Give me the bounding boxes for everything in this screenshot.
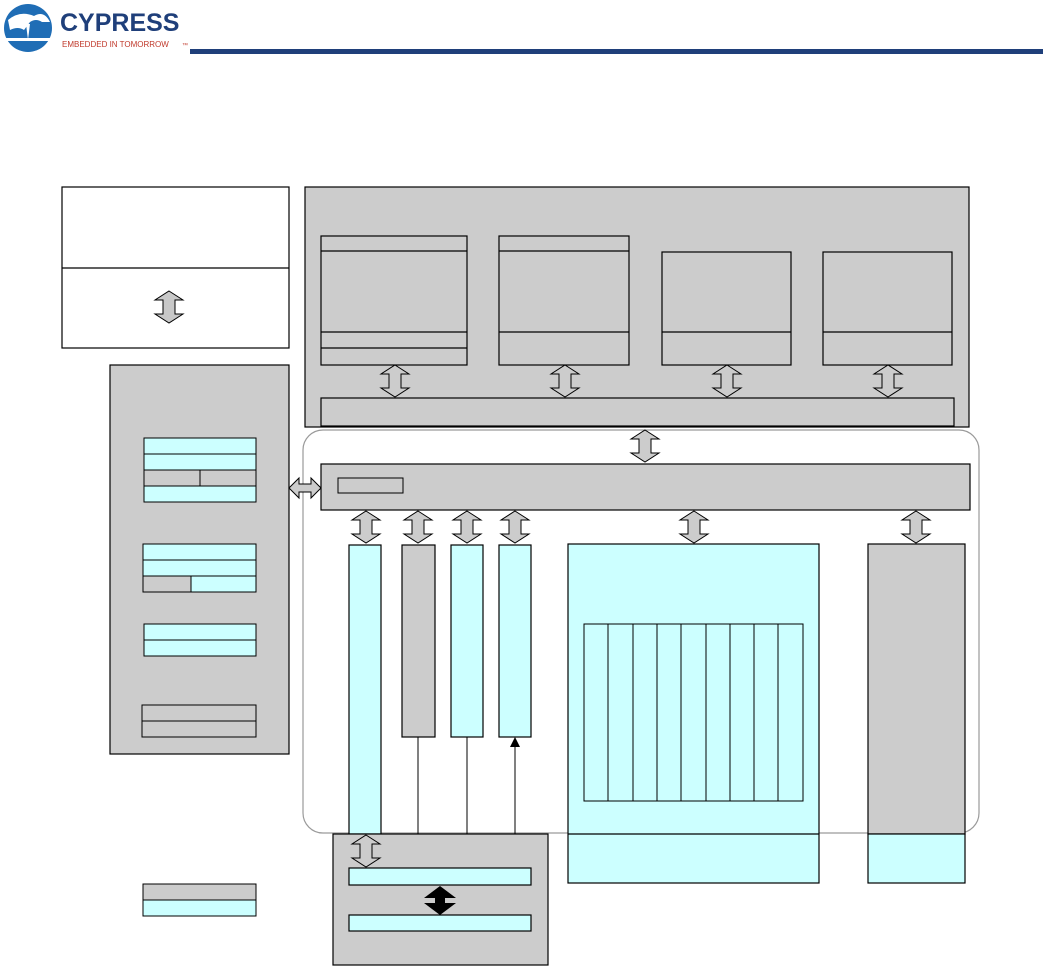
periph-3-double-arrow-icon [452,510,482,544]
left-subblock-3 [143,623,257,657]
core-block-1 [320,235,468,366]
periph-bar-1 [348,544,382,835]
logo-tagline: EMBEDDED IN TOMORROW [62,40,169,49]
core-block-2 [498,235,630,366]
left-horizontal-arrow-icon [288,476,322,500]
page-header: CYPRESS EMBEDDED IN TOMORROW ™ [0,0,1043,60]
fabric-bus [320,463,971,511]
right-tall-block [867,543,966,884]
center-column-array [583,623,804,802]
periph-2-double-arrow-icon [403,510,433,544]
periph-bar-2 [401,544,436,738]
center-cyan-block [567,543,820,884]
periph-4-double-arrow-icon [500,510,530,544]
logo-trademark: ™ [182,42,188,49]
bottom-block [332,833,549,966]
top-bus-bar [320,397,955,427]
left-column-block [109,364,290,755]
periph-6-double-arrow-icon [901,510,931,544]
periph-bar-4 [498,544,532,738]
cypress-logo: CYPRESS EMBEDDED IN TOMORROW ™ [4,4,188,52]
logo-brand-text: CYPRESS [60,9,179,37]
top-left-block [61,186,290,349]
core-block-4 [822,251,953,366]
logo-tree-icon [8,13,50,30]
left-subblock-2 [142,543,257,593]
legend-swatch [142,883,257,917]
bottom-bold-double-arrow-icon [424,886,456,915]
periph-bar-3 [450,544,484,738]
periph-1-double-arrow-icon [351,510,381,544]
bus-double-arrow-icon [630,429,660,463]
left-subblock-1 [143,437,257,503]
left-subblock-4 [141,704,257,738]
top-right-block [304,186,970,428]
header-rule [190,49,1043,54]
core-block-3 [661,251,792,366]
periph-5-double-arrow-icon [679,510,709,544]
